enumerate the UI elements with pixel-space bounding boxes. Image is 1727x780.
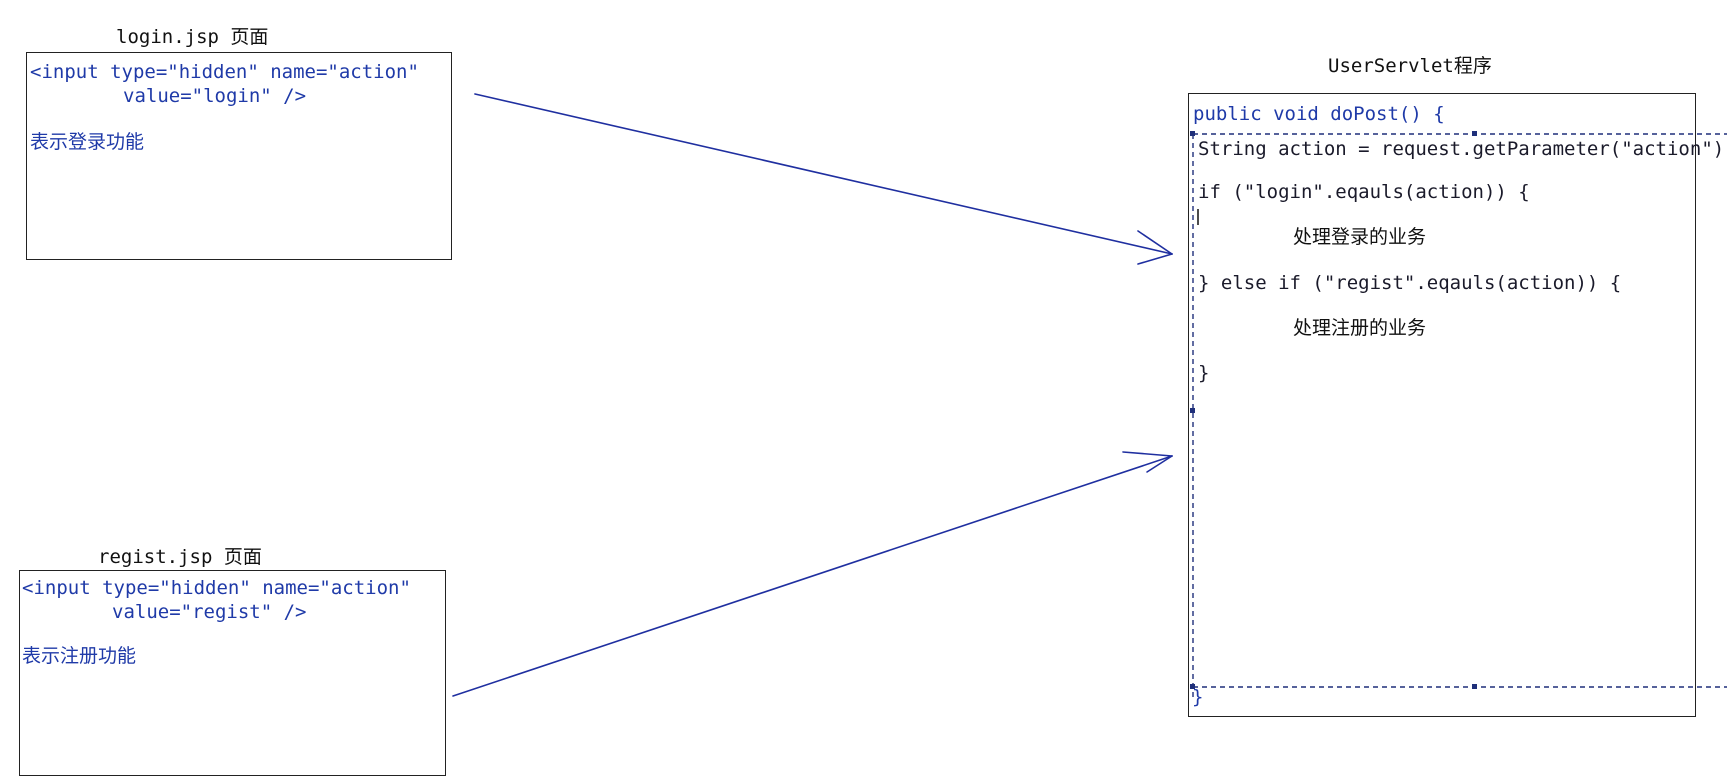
login-description: 表示登录功能 [30, 131, 145, 153]
regist-page-caption: regist.jsp 页面 [98, 546, 262, 568]
regist-code-line-1: <input type="hidden" name="action" [22, 577, 411, 599]
login-to-servlet-arrow [474, 93, 1173, 265]
regist-code-line-2: value="regist" /> [112, 601, 307, 623]
servlet-caption: UserServlet程序 [1328, 55, 1492, 77]
regist-description: 表示注册功能 [22, 645, 137, 667]
servlet-login-handler-line[interactable]: 处理登录的业务 [1293, 226, 1427, 248]
servlet-action-line[interactable]: String action = request.getParameter("ac… [1198, 138, 1727, 160]
login-code-line-1: <input type="hidden" name="action" [30, 61, 419, 83]
servlet-regist-handler-line[interactable]: 处理注册的业务 [1293, 317, 1427, 339]
login-page-caption: login.jsp 页面 [116, 26, 269, 48]
servlet-signature-line: public void doPost() { [1193, 103, 1445, 125]
text-selection-frame[interactable] [1192, 133, 1727, 700]
selection-handles[interactable] [1190, 131, 1477, 689]
servlet-if-close-brace[interactable]: } [1198, 362, 1210, 384]
login-page-box: <input type="hidden" name="action" value… [26, 52, 452, 260]
servlet-box: public void doPost() { [1188, 93, 1696, 717]
servlet-else-if-regist-line[interactable]: } else if ("regist".eqauls(action)) { [1198, 272, 1622, 294]
regist-to-servlet-arrow [452, 451, 1173, 697]
servlet-method-close-brace: } [1192, 686, 1204, 708]
regist-page-box: <input type="hidden" name="action" value… [19, 570, 446, 776]
login-code-line-2: value="login" /> [123, 85, 307, 107]
servlet-if-login-line[interactable]: if ("login".eqauls(action)) { [1198, 181, 1530, 203]
